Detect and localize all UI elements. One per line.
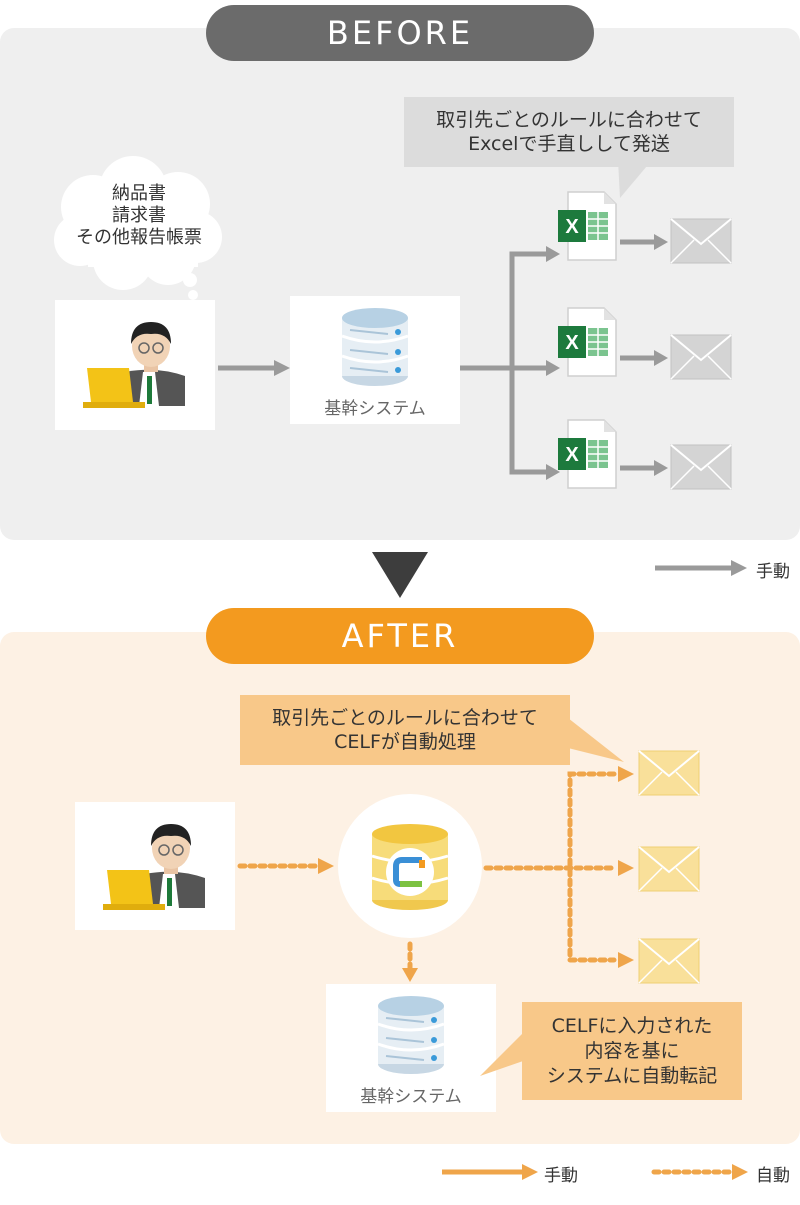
manual-arrow: [620, 234, 668, 250]
envelope-icon: [670, 334, 732, 380]
system-label: 基幹システム: [360, 1087, 462, 1107]
speech-bubble-tail: [480, 1030, 526, 1076]
cloud-line: その他報告帳票: [76, 227, 202, 248]
auto-arrow: [237, 858, 334, 874]
database-icon: [341, 308, 409, 386]
branch-arrows: [460, 246, 560, 480]
person-card: [75, 802, 235, 930]
legend-manual-label: 手動: [756, 562, 790, 582]
auto-branch-arrows: [483, 766, 634, 968]
excel-file-icon: X: [558, 307, 617, 377]
envelope-icon: [638, 938, 700, 984]
legend-auto-label: 自動: [756, 1166, 790, 1186]
person-at-laptop-icon: [83, 322, 185, 408]
legend-manual-arrow: [442, 1164, 538, 1180]
legend-auto-arrow: [651, 1164, 748, 1180]
after-note-bubble: CELFに入力された 内容を基に システムに自動転記: [522, 1002, 742, 1100]
after-speech-bubble: 取引先ごとのルールに合わせて CELFが自動処理: [240, 695, 570, 765]
system-card: [326, 984, 496, 1112]
database-icon: [377, 996, 445, 1074]
person-card: [55, 300, 215, 430]
person-at-laptop-icon: [103, 824, 205, 910]
speech-bubble-tail: [618, 160, 652, 198]
note-line: CELFに入力された: [551, 1014, 713, 1037]
legend-manual-label: 手動: [544, 1166, 578, 1186]
svg-text:X: X: [565, 332, 579, 354]
bubble-line: 取引先ごとのルールに合わせて: [436, 109, 702, 131]
thought-cloud-icon: [54, 156, 222, 300]
after-title: AFTER: [206, 608, 594, 664]
excel-file-icon: X: [558, 419, 617, 489]
manual-arrow: [620, 350, 668, 366]
envelope-icon: [670, 218, 732, 264]
envelope-icon: [638, 750, 700, 796]
celf-database-icon: [371, 824, 449, 910]
cloud-line: 納品書: [112, 183, 166, 204]
excel-file-icon: X: [558, 191, 617, 261]
system-card: [290, 296, 460, 424]
svg-text:X: X: [565, 216, 579, 238]
auto-arrow: [402, 941, 418, 982]
before-title: BEFORE: [206, 5, 594, 61]
envelope-icon: [670, 444, 732, 490]
cloud-text: 納品書 請求書 その他報告帳票: [55, 172, 223, 260]
legend-manual-arrow: [655, 560, 747, 576]
bubble-line: 取引先ごとのルールに合わせて: [272, 707, 538, 729]
svg-text:X: X: [565, 444, 579, 466]
note-line: システムに自動転記: [546, 1064, 718, 1087]
speech-bubble-tail: [568, 718, 624, 762]
bubble-line: Excelで手直しして発送: [468, 133, 670, 155]
manual-arrow: [620, 460, 668, 476]
manual-arrow: [218, 360, 290, 376]
note-line: 内容を基に: [584, 1039, 680, 1062]
bubble-line: CELFが自動処理: [334, 731, 476, 753]
before-speech-bubble: 取引先ごとのルールに合わせて Excelで手直しして発送: [404, 97, 734, 167]
down-triangle-icon: [372, 552, 428, 598]
envelope-icon: [638, 846, 700, 892]
system-label: 基幹システム: [324, 399, 426, 419]
cloud-line: 請求書: [112, 205, 166, 226]
